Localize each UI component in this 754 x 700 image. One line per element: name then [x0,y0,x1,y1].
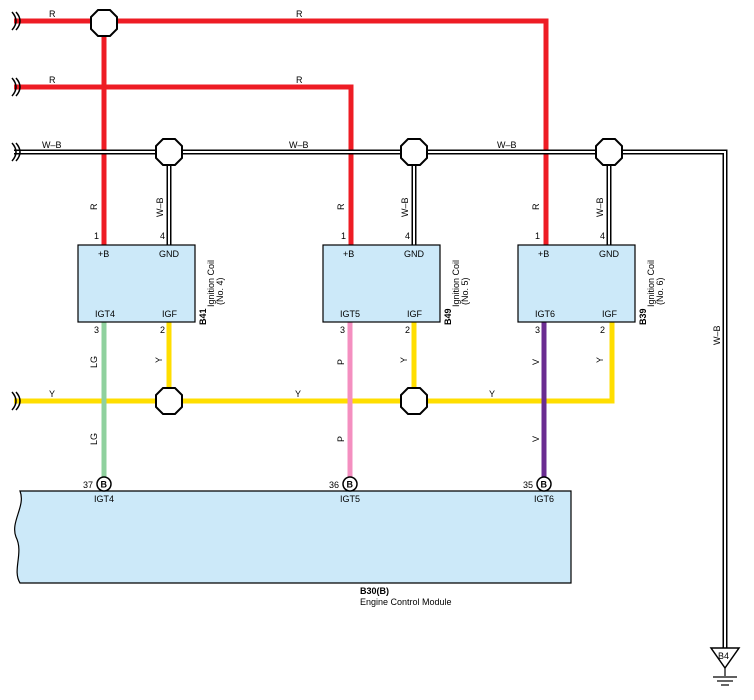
coil4-pin-igf: IGF [162,309,178,319]
ecm-pin-36-label: IGT5 [340,494,360,504]
coil5-num-igf: 2 [405,325,410,335]
ecm-pin-35-label: IGT6 [534,494,554,504]
coil6-code: B39 [638,308,648,325]
junction-y2 [400,387,428,415]
junction-y1 [155,387,183,415]
wire-label-wb-c: W–B [497,140,517,150]
coil6-pin-b: +B [538,249,549,259]
junction-wb3 [595,138,623,166]
red-wire-2 [14,84,354,245]
red-wires [14,18,549,245]
coil-box-b39 [517,244,636,323]
ecm-name: Engine Control Module [360,597,452,607]
ecm-pin-37-label: IGT4 [94,494,114,504]
coil5-wire-b: R [336,203,346,210]
wire-break-marks [11,11,21,411]
red-wire-1 [14,18,549,245]
ecm-pin-35 [536,476,552,492]
coil6-wire-gnd: W–B [595,197,605,217]
wire-label-wb-b: W–B [289,140,309,150]
ecm-code: B30(B) [360,586,389,596]
coil4-sub: (No. 4) [215,277,225,305]
ecm-pin-36 [342,476,358,492]
coil5-wire-igt-top: P [336,359,346,365]
coil6-wire-b: R [531,203,541,210]
coil-b41: R W–B 1 4 +B GND IGT4 IGF 3 2 LG LG Y B4… [89,197,225,445]
wire-label-wb-a: W–B [42,140,62,150]
ecm-pin-circles [96,476,552,492]
coil4-wire-igt-top: LG [89,356,99,368]
coil4-num-gnd: 4 [160,231,165,241]
junction-points [90,9,623,415]
ecm-box [14,490,572,584]
wire-label-r1-left: R [49,9,56,19]
coil5-code: B49 [443,308,453,325]
coil5-num-igt: 3 [340,325,345,335]
coil5-pin-b: +B [343,249,354,259]
junction-r1 [90,9,118,37]
coil4-num-igf: 2 [160,325,165,335]
coil5-wire-gnd: W–B [400,197,410,217]
coil6-sub: (No. 6) [655,277,665,305]
coil6-num-b: 1 [535,231,540,241]
coil5-sub: (No. 5) [460,277,470,305]
coil5-wire-igt-bottom: P [336,436,346,442]
wire-label-r2-right: R [296,75,303,85]
coil6-num-igf: 2 [600,325,605,335]
coil5-name: Ignition Coil [451,260,461,307]
coil4-wire-gnd: W–B [155,197,165,217]
ground-symbol [709,647,741,686]
coil-b39: R W–B 1 4 +B GND IGT6 IGF 3 2 V V Y B39 … [531,197,665,442]
wire-label-r2-left: R [49,75,56,85]
coil-box-b49 [322,244,441,323]
coil5-pin-igf: IGF [407,309,423,319]
wb-wires [14,149,728,648]
wire-label-y-a: Y [49,389,55,399]
coil6-pin-igt: IGT6 [535,309,555,319]
ecm-pin-35-num: 35 [523,480,533,490]
coil4-wire-igt-bottom: LG [89,433,99,445]
coil-b49: R W–B 1 4 +B GND IGT5 IGF 3 2 P P Y B49 … [336,197,470,442]
coil6-wire-igt-bottom: V [531,436,541,442]
coil6-num-igt: 3 [535,325,540,335]
coil5-num-gnd: 4 [405,231,410,241]
wire-label-r1-right: R [296,9,303,19]
wire-label-y-c: Y [489,389,495,399]
coil4-num-b: 1 [94,231,99,241]
wire-label-y-b: Y [295,389,301,399]
coil4-pin-igt: IGT4 [95,309,115,319]
coil6-name: Ignition Coil [646,260,656,307]
wire-label-wb-vertical: W–B [712,325,722,345]
coil4-num-igt: 3 [94,325,99,335]
coil6-pin-gnd: GND [599,249,620,259]
ecm-labels: B B B 37 36 35 IGT4 IGT5 IGT6 B30(B) Eng… [83,480,554,608]
coil5-pin-igt: IGT5 [340,309,360,319]
ecm-pin-36-letter: B [347,480,354,490]
coil6-wire-igf: Y [595,357,605,363]
coil-box-b41 [77,244,196,323]
coil4-name: Ignition Coil [206,260,216,307]
ecm-pin-37-letter: B [101,480,108,490]
coil4-wire-igf: Y [154,357,164,363]
coil6-pin-igf: IGF [602,309,618,319]
coil6-num-gnd: 4 [600,231,605,241]
junction-wb1 [155,138,183,166]
coil5-wire-igf: Y [399,357,409,363]
ecm-pin-35-letter: B [541,480,548,490]
ecm-pin-37-num: 37 [83,480,93,490]
ecm-pin-36-num: 36 [329,480,339,490]
ecm-pin-37 [96,476,112,492]
coil4-code: B41 [198,308,208,325]
junction-wb2 [400,138,428,166]
coil4-pin-b: +B [98,249,109,259]
coil6-wire-igt-top: V [531,359,541,365]
coil5-num-b: 1 [341,231,346,241]
ground-label: B4 [718,651,729,661]
coil4-pin-gnd: GND [159,249,180,259]
coil4-wire-b: R [89,203,99,210]
coil5-pin-gnd: GND [404,249,425,259]
